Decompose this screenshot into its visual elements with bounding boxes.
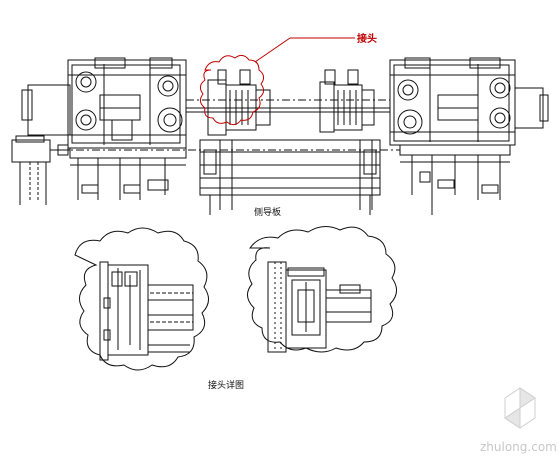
right-drive-unit (389, 57, 549, 215)
callout-cloud (199, 54, 265, 126)
left-detail (74, 227, 209, 371)
callout-label: 接头 (357, 34, 377, 45)
callout-leader (254, 37, 291, 63)
watermark-logo (504, 387, 536, 429)
left-drive-unit (11, 57, 187, 205)
detail-label: 接头详图 (208, 381, 245, 391)
right-detail (247, 226, 397, 353)
center-assembly (60, 69, 400, 215)
watermark-text: zhulong.com (480, 440, 557, 454)
side-plate-label: 侧导板 (254, 208, 282, 218)
